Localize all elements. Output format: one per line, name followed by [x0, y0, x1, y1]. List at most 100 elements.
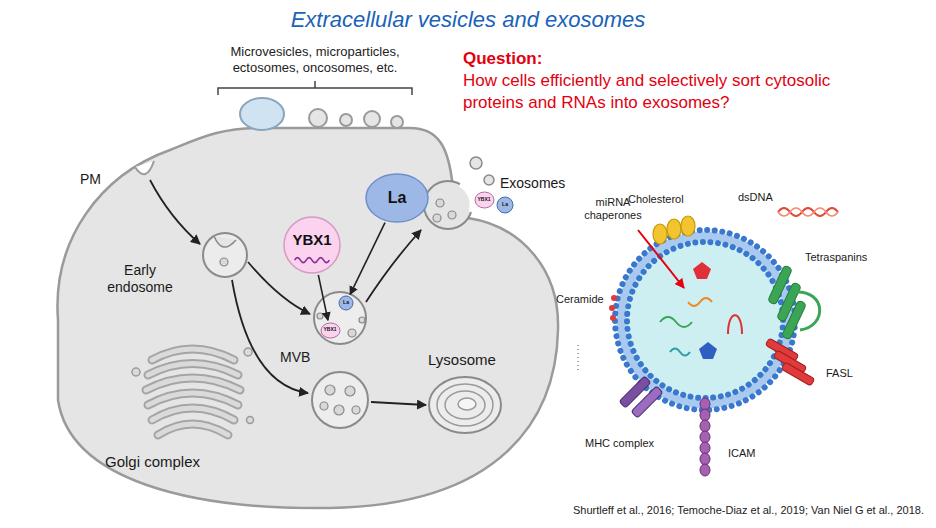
golgi-cisterna: [146, 378, 240, 390]
rna-strand: [295, 258, 330, 263]
intraluminal-vesicle: [345, 386, 355, 396]
mhc: [631, 386, 663, 418]
golgi-cisterna: [152, 408, 234, 420]
node-text: La: [388, 189, 407, 207]
node-shape: [475, 192, 494, 208]
icam-domain: [700, 398, 710, 410]
question-heading: Question:: [463, 48, 542, 69]
lysosome-layer: [458, 398, 476, 410]
cargo-marker: La: [338, 295, 354, 311]
lysosome-layer: [445, 391, 485, 419]
golgi-cisterna: [152, 408, 234, 420]
protein-cargo: [693, 262, 711, 279]
golgi-stack: [146, 349, 240, 435]
golgi-cisterna: [152, 349, 234, 360]
intraluminal-vesicle: [320, 402, 328, 410]
golgi-cisterna: [148, 393, 238, 405]
ceramide: [609, 305, 615, 311]
intraluminal-vesicle: [359, 317, 365, 323]
structure-label: PM: [80, 170, 101, 188]
tetraspanin: [781, 300, 806, 340]
mvb: [312, 372, 368, 428]
component-label: dsDNA: [738, 190, 773, 204]
component-label: ICAM: [728, 446, 756, 460]
slide-title: Extracellular vesicles and exosomes: [0, 7, 936, 33]
structure-label: MVB: [280, 348, 310, 366]
cholesterol: [653, 224, 667, 244]
icam-domain: [700, 431, 710, 443]
cargo-protein: YBX1: [283, 216, 341, 274]
component-label: Cholesterol: [628, 192, 684, 206]
exosome: [484, 175, 494, 185]
ceramide: [610, 315, 616, 321]
node-text: YBX1: [323, 327, 336, 333]
fasl: [781, 362, 814, 386]
lysosome-layer: [437, 384, 493, 426]
microvesicle: [391, 116, 403, 128]
icam-domain: [700, 409, 710, 421]
lysosome: [429, 377, 501, 433]
rna-cargo: [728, 315, 742, 334]
component-label: MHC complex: [585, 436, 654, 450]
intraluminal-vesicle: [448, 211, 456, 219]
intraluminal-vesicle: [334, 405, 344, 415]
golgi-vesicle: [244, 348, 252, 356]
pathway-arrow: [371, 402, 426, 405]
cell-body: [57, 128, 558, 508]
pathway-arrow: [366, 230, 421, 302]
node-shape: [321, 323, 340, 338]
cargo-protein: La: [365, 173, 429, 223]
connector-arrow: [350, 223, 385, 295]
fusing-mvb: [424, 181, 472, 229]
structure-label: Early endosome: [98, 262, 182, 296]
pathway-arrow: [150, 180, 200, 244]
golgi-vesicle: [247, 417, 254, 424]
rna-cargo: [660, 317, 692, 327]
bracket-label: Microvesicles, microparticles, ectosomes…: [210, 44, 420, 76]
exosome: [470, 157, 482, 169]
intraluminal-vesicle: [433, 214, 441, 222]
intraluminal-vesicle: [325, 385, 335, 395]
structure-label: Lysosome: [428, 350, 496, 369]
cholesterol: [667, 219, 681, 239]
component-label: Ceramide: [556, 292, 604, 306]
question-text: How cells efficiently and selectively so…: [463, 70, 858, 114]
node-text: La: [343, 300, 349, 306]
golgi-cisterna: [148, 364, 238, 376]
icam-domain: [700, 442, 710, 454]
endosome-bud: [214, 236, 236, 247]
golgi-vesicle: [132, 368, 140, 376]
pointer-arrow: [638, 230, 684, 288]
connector-arrow: [318, 275, 328, 320]
fusion-pore: [460, 184, 472, 212]
intraluminal-vesicle: [220, 258, 228, 266]
rna-cargo: [688, 298, 712, 306]
microvesicle: [309, 109, 327, 127]
intraluminal-vesicle: [317, 313, 323, 319]
node-text: YBX1: [292, 232, 331, 249]
icam: [700, 398, 710, 476]
node-shape: [339, 296, 353, 310]
intraluminal-vesicle: [348, 329, 356, 337]
node-shape: [497, 197, 513, 213]
icam-domain: [700, 464, 710, 476]
node-text: YBX1: [477, 197, 490, 203]
cholesterol: [681, 216, 695, 236]
icam-domain: [700, 453, 710, 465]
protein-cargo: [699, 342, 717, 359]
intraluminal-vesicle: [436, 199, 444, 207]
cargo-marker: La: [496, 196, 514, 214]
cargo-marker: YBX1: [474, 191, 495, 209]
golgi-cisterna: [152, 349, 234, 360]
lipid-heads-outer: [615, 230, 795, 410]
ceramide: [611, 295, 617, 301]
node-text: La: [502, 202, 508, 208]
golgi-cisterna: [148, 393, 238, 405]
divider-dots: [577, 345, 579, 372]
structure-label: Exosomes: [500, 174, 565, 192]
pathway-arrow: [232, 280, 308, 393]
citation: Shurtleff et al., 2016; Temoche-Diaz et …: [573, 503, 924, 517]
early-endosome: [203, 233, 247, 277]
rna-cargo: [670, 349, 690, 356]
